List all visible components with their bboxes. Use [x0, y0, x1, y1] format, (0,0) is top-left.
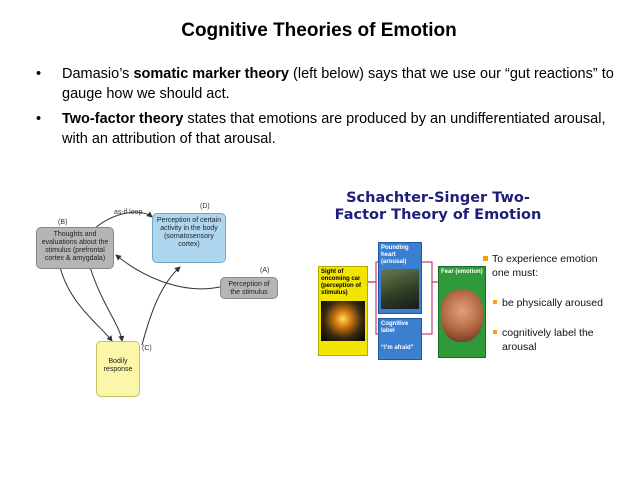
- label-b: (B): [58, 219, 68, 226]
- label-c: (C): [142, 345, 152, 352]
- car-headlights-image: [321, 301, 365, 341]
- label-a: (A): [260, 267, 270, 274]
- cognitive-label-quote: “I’m afraid”: [381, 345, 414, 351]
- slide-title: Cognitive Theories of Emotion: [181, 20, 457, 41]
- somatic-marker-diagram: (B) (D) as-if loop (A) (C) Thoughts and …: [30, 195, 285, 410]
- connector-sight-heart: [368, 261, 378, 283]
- schachter-title-line1: Schachter-Singer Two-: [346, 190, 530, 206]
- bullet-marker: •: [36, 111, 42, 127]
- bullet-list: • Damasio’s somatic marker theory (left …: [34, 64, 614, 154]
- bullet-text-bold: somatic marker theory: [133, 66, 289, 82]
- bullet-text-bold: Two-factor theory: [62, 111, 184, 127]
- diagram-arrows: [59, 211, 221, 346]
- orange-bullet-icon: [483, 256, 488, 261]
- heart-label: Pounding heart (arousal): [381, 245, 409, 265]
- schachter-main-bullet: To experience emotion one must:: [483, 252, 610, 280]
- schachter-singer-figure: Schachter-Singer Two- Factor Theory of E…: [318, 184, 618, 382]
- bullet-two-factor: • Two-factor theory states that emotions…: [34, 109, 614, 149]
- as-if-loop-arrow: [91, 211, 153, 232]
- thoughts-to-body-arrow-2: [59, 266, 113, 342]
- bullet-text-pre: Damasio’s: [62, 66, 134, 82]
- heart-box: Pounding heart (arousal): [378, 242, 422, 314]
- label-d: (D): [200, 203, 210, 210]
- orange-bullet-icon: [493, 300, 497, 304]
- thoughts-to-body-arrow: [89, 266, 125, 342]
- bullet-text-post: (left below) says that we use our “gut r…: [62, 66, 614, 102]
- heart-person-image: [381, 269, 419, 309]
- as-if-loop-label: as-if loop: [114, 209, 143, 216]
- scream-face-image: [441, 290, 483, 342]
- sight-box: Sight of oncoming car (perception of sti…: [318, 266, 368, 356]
- perception-stimulus-box: Perception of the stimulus: [220, 277, 278, 299]
- cognitive-label-text: Cognitive label: [381, 321, 409, 334]
- connector-label-fear: [422, 282, 433, 335]
- sight-label: Sight of oncoming car (perception of sti…: [321, 269, 361, 296]
- bullet-marker: •: [36, 66, 42, 82]
- connector-heart-fear: [422, 261, 438, 283]
- cognitive-label-box: Cognitive label “I’m afraid”: [378, 318, 422, 360]
- schachter-title-line2: Factor Theory of Emotion: [334, 207, 542, 223]
- schachter-sub-bullet-2: cognitively label the arousal: [493, 326, 610, 354]
- schachter-sub-bullet-text-2: cognitively label the arousal: [502, 327, 594, 353]
- schachter-sub-bullet-text-1: be physically aroused: [502, 297, 603, 309]
- schachter-connectors: [368, 261, 438, 335]
- body-to-perception-arrow: [141, 266, 181, 346]
- schachter-title: Schachter-Singer Two- Factor Theory of E…: [318, 190, 558, 224]
- connector-sight-label: [368, 281, 378, 335]
- schachter-main-bullet-text: To experience emotion one must:: [492, 253, 598, 279]
- bullet-text-post: states that emotions are produced by an …: [62, 111, 606, 147]
- fear-box: Fear (emotion): [438, 266, 486, 358]
- fear-label: Fear (emotion): [441, 269, 483, 275]
- perception-body-box: Perception of certain activity in the bo…: [152, 213, 226, 263]
- orange-bullet-icon: [493, 330, 497, 334]
- bullet-damasio: • Damasio’s somatic marker theory (left …: [34, 64, 614, 104]
- stimulus-to-thoughts-arrow: [115, 254, 221, 290]
- schachter-sub-bullet-1: be physically aroused: [493, 296, 610, 310]
- bodily-response-box: Bodily response: [96, 341, 140, 397]
- thoughts-box: Thoughts and evaluations about the stimu…: [36, 227, 114, 269]
